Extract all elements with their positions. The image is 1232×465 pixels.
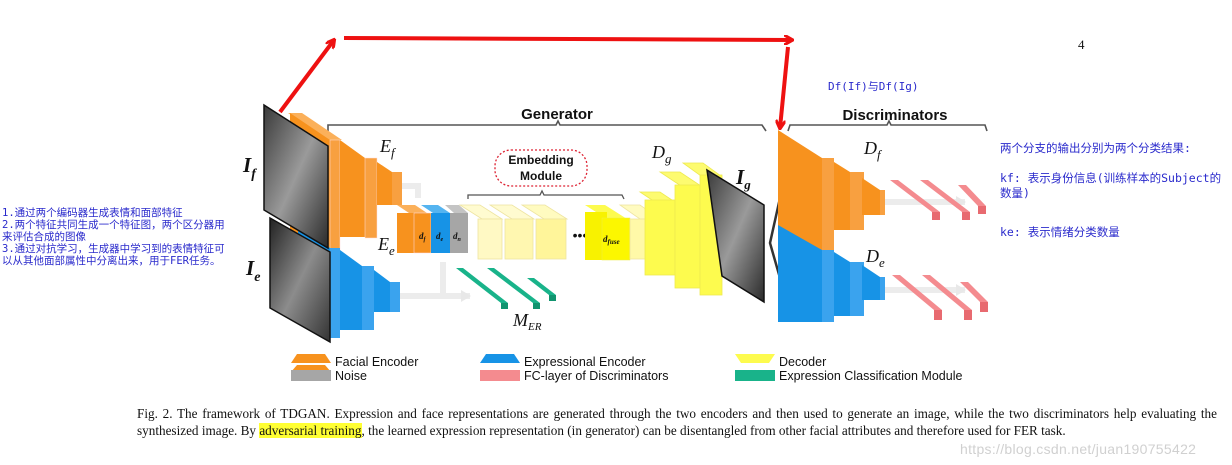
face-discriminator-label: Df	[863, 138, 883, 162]
embedding-module-label-2: Module	[520, 169, 562, 183]
caption-highlight: adversarial training	[259, 423, 362, 438]
tdgan-framework-diagram: Generator Discriminators Ef Ee If Ie	[242, 0, 988, 383]
watermark: https://blog.csdn.net/juan190755422	[960, 441, 1197, 457]
adversarial-flow-arrows	[278, 38, 792, 128]
embedding-layers	[458, 204, 569, 260]
expression-classification-module	[456, 268, 556, 309]
discriminators-label: Discriminators	[842, 107, 947, 124]
red-arrow-up	[278, 40, 334, 114]
legend-label-fc-layer: FC-layer of Discriminators	[524, 369, 668, 383]
input-face-label: If	[242, 153, 257, 182]
expression-discriminator	[778, 225, 885, 322]
legend-label-expression-classification: Expression Classification Module	[779, 369, 962, 383]
legend-item-fc-layer: FC-layer of Discriminators	[480, 369, 668, 383]
right-note-branches: 两个分支的输出分别为两个分类结果:	[1000, 141, 1191, 155]
generated-face-image	[706, 168, 765, 304]
embedding-module-box	[494, 149, 588, 187]
mer-label: MER	[512, 310, 542, 333]
embedding-module-bracket	[467, 189, 625, 200]
de-block	[431, 213, 450, 253]
discriminators-bracket	[787, 119, 988, 132]
page-number: 4	[1078, 37, 1085, 52]
right-note-kf: kf: 表示身份信息(训练样本的Subject的数量)	[1000, 171, 1222, 200]
caption-part-1: Fig. 2. The framework of TDGAN. Expressi…	[137, 406, 1217, 438]
ellipsis-dots: •••	[573, 227, 588, 243]
input-face-image	[263, 103, 329, 250]
expressional-encoder-label: Ee	[377, 234, 395, 258]
expression-discriminator-label: De	[865, 246, 885, 270]
caption-part-2: , the learned expression representation …	[361, 423, 1066, 438]
legend-item-decoder: Decoder	[735, 354, 826, 369]
legend-item-expressional-encoder: Expressional Encoder	[480, 354, 646, 369]
embedding-concat-blocks	[397, 205, 468, 254]
legend-item-noise: Noise	[291, 369, 367, 383]
fc-layers-face	[885, 180, 986, 220]
input-expression-label: Ie	[245, 256, 260, 285]
left-annotation-note: 1.通过两个编码器生成表情和面部特征 2.两个特征共同生成一个特征图，两个区分器…	[2, 207, 225, 267]
de-block-label: de	[436, 231, 444, 243]
fc-layers-expression	[885, 275, 988, 320]
legend-swatch-decoder	[735, 354, 775, 363]
df-block-label: df	[419, 231, 427, 243]
legend-label-facial-encoder: Facial Encoder	[335, 355, 418, 369]
df-annotation-note: Df(If)与Df(Ig)	[828, 80, 919, 93]
input-expression-image	[269, 216, 331, 344]
legend-swatch-expressional-encoder	[480, 354, 520, 363]
legend-swatch-expression-classification	[735, 370, 775, 381]
red-arrow-down	[780, 46, 790, 128]
decoder-label: Dg	[651, 142, 672, 166]
legend: Facial Encoder Noise Expressional Encode…	[291, 354, 962, 383]
generator-bracket	[327, 119, 767, 132]
red-arrow-across	[343, 38, 792, 40]
right-note-ke: ke: 表示情绪分类数量	[1000, 225, 1120, 239]
dn-block	[450, 213, 468, 253]
legend-swatch-noise	[291, 370, 331, 381]
df-block	[397, 213, 414, 253]
legend-label-decoder: Decoder	[779, 355, 826, 369]
embedding-module-label-1: Embedding	[508, 153, 573, 167]
dfuse-label: dfuse	[603, 234, 620, 246]
facial-encoder-label: Ef	[379, 136, 397, 160]
figure-caption: Fig. 2. The framework of TDGAN. Expressi…	[137, 405, 1217, 439]
dn-block-label: dn	[453, 231, 462, 243]
facial-feature-arrow	[402, 183, 421, 198]
face-discriminator	[778, 130, 885, 250]
generated-face-label: Ig	[735, 165, 751, 192]
legend-swatch-fc-layer	[480, 370, 520, 381]
legend-item-expression-classification: Expression Classification Module	[735, 369, 962, 383]
right-annotation-note: 两个分支的输出分别为两个分类结果: kf: 表示身份信息(训练样本的Subjec…	[1000, 141, 1230, 255]
legend-label-expressional-encoder: Expressional Encoder	[524, 355, 646, 369]
generator-label: Generator	[521, 106, 593, 123]
legend-label-noise: Noise	[335, 369, 367, 383]
